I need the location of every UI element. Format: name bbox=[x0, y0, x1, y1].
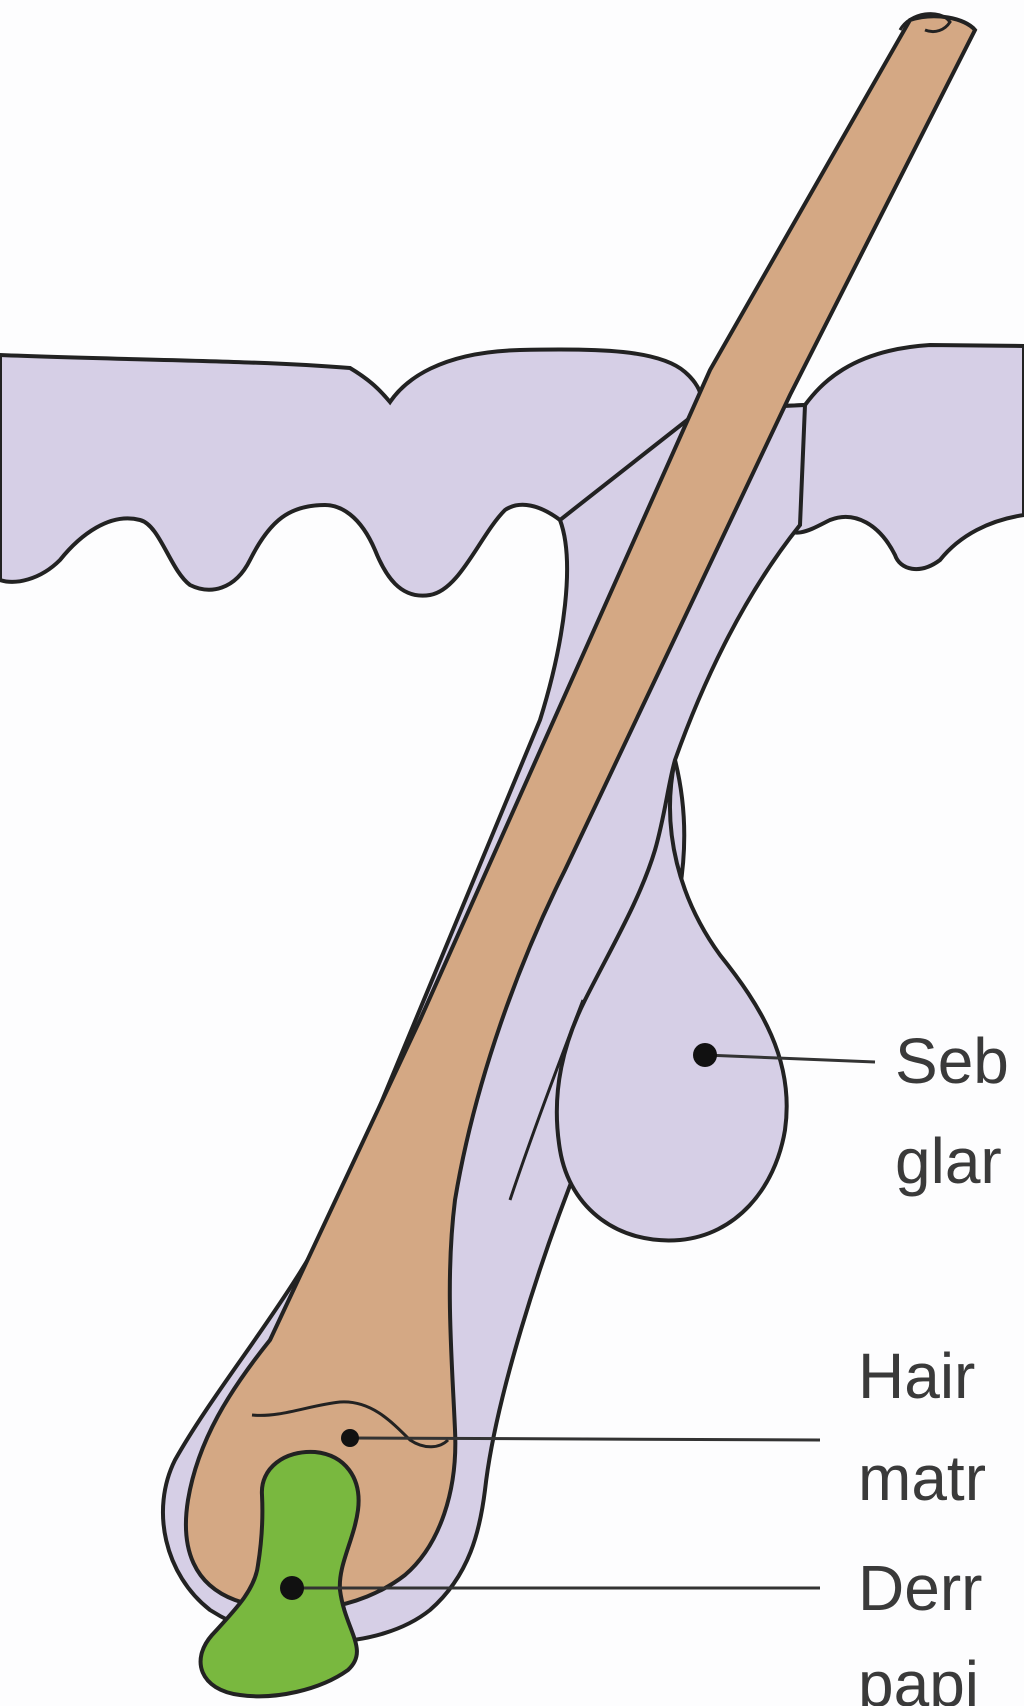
sebaceous-gland-label-line2: glar bbox=[895, 1125, 1002, 1197]
hair-matrix-label-line2: matr bbox=[858, 1442, 986, 1514]
hair-tip-detail bbox=[898, 12, 952, 34]
sebaceous-leader-dot bbox=[693, 1043, 717, 1067]
matrix-leader-dot bbox=[341, 1429, 359, 1447]
hair-shaft bbox=[183, 14, 978, 1613]
matrix-leader-line bbox=[349, 1436, 821, 1442]
dermal-papilla-label-line2: papi bbox=[858, 1648, 979, 1706]
hair-matrix-boundary bbox=[251, 1400, 450, 1449]
inner-root-sheath-line bbox=[508, 999, 585, 1201]
sebaceous-gland bbox=[554, 759, 789, 1243]
sebaceous-gland-label-line1: Seb bbox=[895, 1025, 1009, 1097]
sebaceous-leader-line bbox=[704, 1053, 876, 1064]
dermal-papilla-label-line1: Derr bbox=[858, 1552, 982, 1624]
papilla-leader-dot bbox=[280, 1576, 304, 1600]
epidermis-layer bbox=[0, 342, 1024, 598]
hair-matrix-label-line1: Hair bbox=[858, 1340, 975, 1412]
dermal-papilla bbox=[198, 1449, 361, 1699]
